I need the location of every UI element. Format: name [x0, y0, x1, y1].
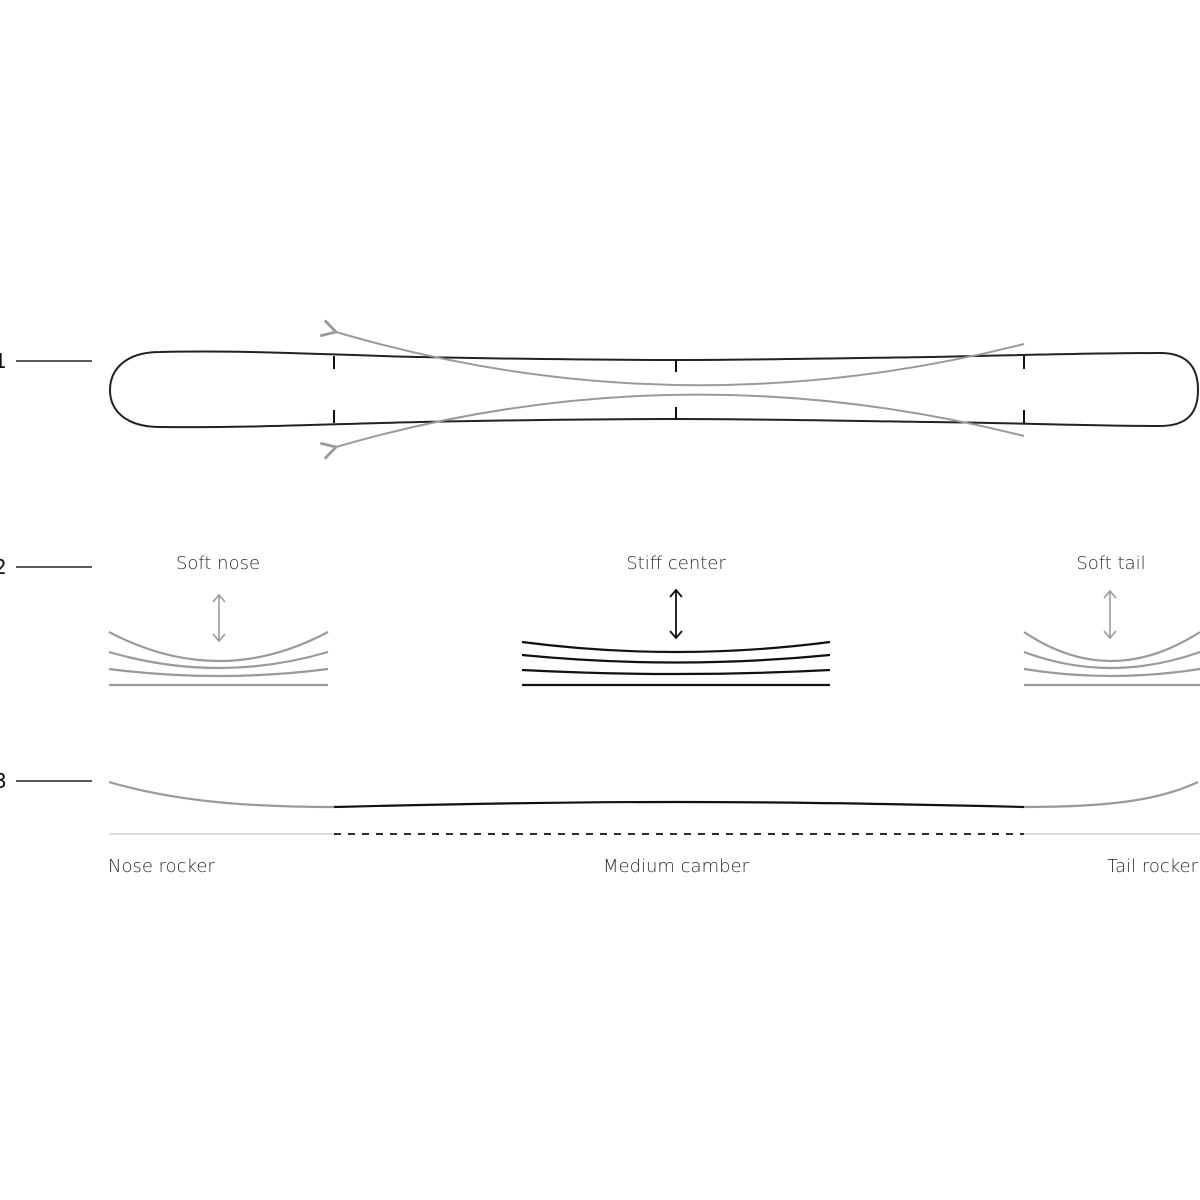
- soft-nose-label: Soft nose: [176, 553, 260, 574]
- ski-outline-top-view: [108, 350, 1200, 429]
- nose-rocker-profile: [108, 780, 335, 809]
- medium-camber-label: Medium camber: [603, 856, 750, 877]
- soft-tail-label: Soft tail: [1076, 553, 1145, 574]
- row-marker-1: 1: [0, 349, 7, 373]
- soft-nose-arrow: [212, 593, 226, 643]
- tail-rocker-profile: [1023, 781, 1199, 809]
- sidecut-arc-top-arrow: [319, 319, 1025, 387]
- sidecut-arc-bottom-arrow: [319, 393, 1025, 460]
- row-3: 3 Nose rocker Medium camber Tail rocker: [0, 769, 1200, 877]
- row-2: 2 Soft nose Stiff center So: [0, 553, 1200, 687]
- tail-rocker-label: Tail rocker: [1107, 856, 1199, 877]
- soft-tail-flex-lines: [1023, 631, 1200, 687]
- nose-rocker-label: Nose rocker: [108, 856, 215, 877]
- stiff-center-label: Stiff center: [626, 553, 726, 574]
- stiff-center-arrow: [669, 588, 683, 640]
- row-1: 1: [0, 319, 1200, 460]
- row-marker-2: 2: [0, 555, 7, 579]
- stiff-center-flex-lines: [521, 640, 831, 687]
- soft-nose-flex-lines: [108, 631, 329, 687]
- medium-camber-profile: [333, 800, 1025, 809]
- soft-tail-arrow: [1103, 589, 1117, 640]
- row-marker-3: 3: [0, 769, 7, 793]
